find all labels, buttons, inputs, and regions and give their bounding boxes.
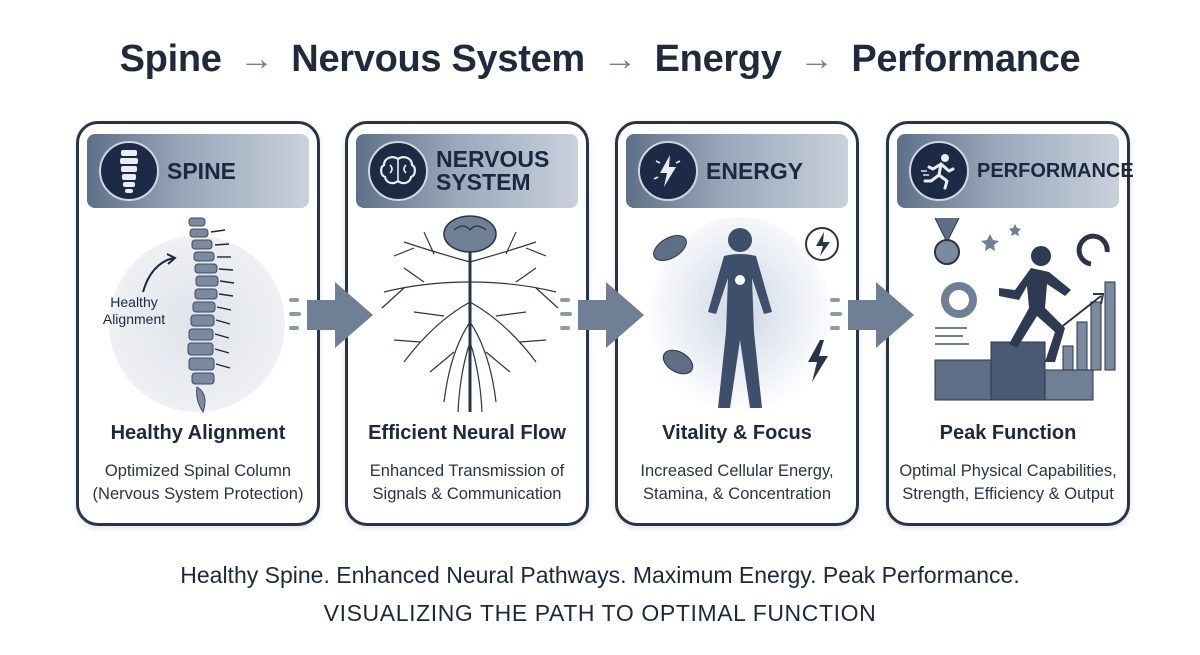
spine-illustration — [85, 212, 311, 422]
card-title: Vitality & Focus — [662, 422, 812, 444]
desc-line: Signals & Communication — [372, 484, 562, 503]
header-line: NERVOUS — [436, 146, 550, 172]
title-step-nervous-system: Nervous System — [291, 38, 585, 80]
desc-line: Strength, Efficiency & Output — [902, 484, 1114, 503]
card-description: Optimized Spinal Column (Nervous System … — [79, 460, 317, 506]
runner-icon — [909, 141, 969, 201]
card-header-energy: ENERGY — [626, 134, 848, 208]
card-header-label: PERFORMANCE — [977, 160, 1134, 182]
title-step-energy: Energy — [654, 38, 782, 80]
desc-line: Optimal Physical Capabilities, — [899, 462, 1117, 480]
desc-line: Enhanced Transmission of — [369, 462, 565, 480]
card-header-label: ENERGY — [706, 157, 804, 184]
desc-line: Stamina, & Concentration — [642, 484, 832, 503]
desc-line: Optimized Spinal Column — [104, 462, 292, 480]
spine-annotation: Healthy Alignment — [102, 294, 166, 327]
card-title: Healthy Alignment — [110, 422, 286, 444]
flow-arrow-2 — [560, 282, 644, 348]
spine-icon — [99, 141, 159, 201]
header-line: SYSTEM — [436, 169, 531, 195]
title-arrow-2: → — [602, 40, 637, 78]
desc-line: Increased Cellular Energy, — [640, 462, 834, 480]
card-header-spine: SPINE — [87, 134, 309, 208]
title-step-performance: Performance — [851, 38, 1081, 80]
card-nervous-system: NERVOUS SYSTEM Efficient Neural Flow — [345, 121, 589, 526]
card-energy: ENERGY Vitality & Focus Increased Cel — [615, 121, 859, 526]
title-step-spine: Spine — [119, 38, 222, 80]
flow-arrow-3 — [830, 282, 914, 348]
tagline: Healthy Spine. Enhanced Neural Pathways.… — [180, 562, 1020, 588]
page-title: Spine → Nervous System → Energy → Perfor… — [0, 38, 1200, 81]
title-arrow-1: → — [239, 40, 274, 78]
performance-illustration — [895, 212, 1121, 422]
brain-icon — [368, 141, 428, 201]
card-header-label: SPINE — [167, 157, 237, 184]
card-description: Optimal Physical Capabilities, Strength,… — [889, 460, 1127, 506]
card-header-performance: PERFORMANCE — [897, 134, 1134, 208]
title-arrow-3: → — [799, 40, 834, 78]
card-spine: SPINE — [76, 121, 320, 526]
card-title: Peak Function — [939, 422, 1077, 444]
card-description: Increased Cellular Energy, Stamina, & Co… — [618, 460, 856, 506]
flow-arrow-1 — [289, 282, 373, 348]
card-performance: PERFORMANCE Peak Function Optim — [886, 121, 1134, 526]
desc-line: (Nervous System Protection) — [92, 484, 304, 503]
subtitle: VISUALIZING THE PATH TO OPTIMAL FUNCTION — [323, 600, 877, 626]
nervous-system-illustration — [354, 212, 580, 422]
card-title: Efficient Neural Flow — [368, 422, 566, 444]
card-description: Enhanced Transmission of Signals & Commu… — [348, 460, 586, 506]
card-header-nervous-system: NERVOUS SYSTEM — [356, 134, 578, 208]
energy-illustration — [624, 212, 850, 422]
card-header-label: NERVOUS SYSTEM — [436, 134, 572, 208]
lightning-icon — [638, 141, 698, 201]
